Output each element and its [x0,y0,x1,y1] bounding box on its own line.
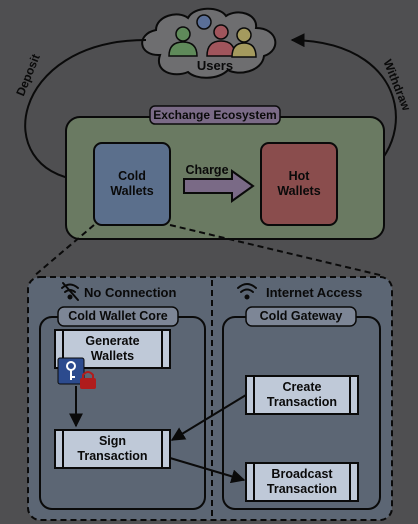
sign-transaction-label: Sign Transaction [77,434,148,463]
hot-wallets-box[interactable] [260,142,338,226]
no-wifi-icon [61,282,79,301]
charge-arrow [183,169,255,203]
create-to-sign-arrow [170,394,247,441]
broadcast-transaction-box[interactable] [245,462,359,502]
users-cloud [141,7,277,79]
core-title-tag [57,306,179,327]
no-connection-label: No Connection [84,285,177,300]
internet-access-label: Internet Access [266,285,363,300]
cold-gateway-title: Cold Gateway [259,309,343,323]
users-label: Users [196,58,234,73]
charge-label: Charge [185,163,229,177]
zoom-line [169,224,385,277]
wifi-icon [237,283,257,300]
cold-wallet-core-title: Cold Wallet Core [68,309,168,323]
broadcast-transaction-label: Broadcast Transaction [266,467,338,496]
sign-to-broadcast-arrow [169,457,246,484]
ecosystem-title: Exchange Ecosystem [153,108,277,122]
key-icon [57,357,85,385]
gateway-title-tag [245,306,357,327]
create-transaction-label: Create Transaction [266,380,338,409]
create-transaction-box[interactable] [245,375,359,415]
hot-wallets-label: Hot Wallets [277,169,321,198]
ecosystem-title-tag [149,105,281,125]
cold-wallets-label: Cold Wallets [110,169,154,198]
user-icon [231,27,257,58]
zoom-line [33,224,95,277]
lock-icon [80,371,96,389]
user-icon [196,14,236,57]
sign-transaction-box[interactable] [54,429,171,469]
deposit-arrow [24,39,147,186]
generate-wallets-label: Generate Wallets [85,334,140,363]
cold-wallets-box[interactable] [93,142,171,226]
user-icon [168,26,198,57]
